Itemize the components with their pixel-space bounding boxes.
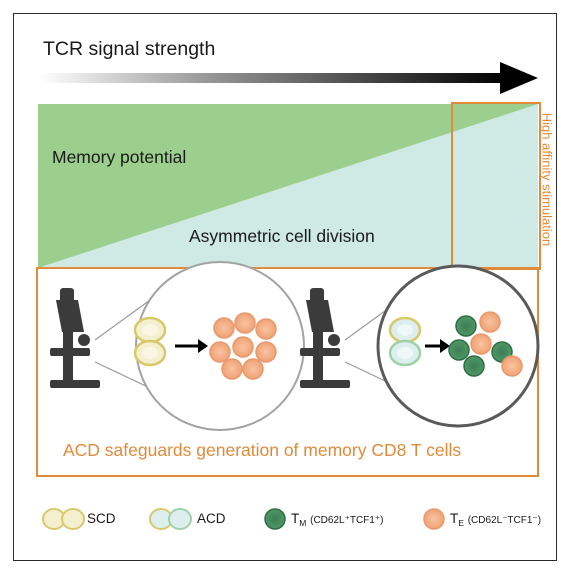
signal-strength-arrow (40, 62, 538, 94)
experiment-box (36, 267, 539, 477)
legend-memory-label: TM (CD62L⁺TCF1⁺) (291, 511, 383, 528)
legend-effector-sub: E (458, 518, 464, 528)
legend-effector-label: TE (CD62L⁻TCF1⁻) (450, 511, 541, 528)
legend-acd-label: ACD (197, 511, 226, 526)
conclusion-text: ACD safeguards generation of memory CD8 … (63, 440, 462, 460)
high-affinity-label: High affinity stimulation (539, 112, 555, 247)
acd-progeny-cells (448, 311, 523, 377)
scd-progeny-cells (209, 312, 277, 380)
signal-strength-title: TCR signal strength (43, 38, 216, 60)
legend-memory-markers: (CD62L⁺TCF1⁺) (310, 515, 384, 526)
legend-memory-cell-icon (264, 508, 286, 530)
microscope-icon (50, 288, 100, 388)
memory-potential-label: Memory potential (52, 147, 187, 167)
division-arrow-right (425, 339, 450, 353)
gradient-panel (38, 104, 538, 268)
memory-triangle (38, 104, 538, 268)
legend-effector-letter: T (450, 511, 459, 526)
division-arrow-left (175, 339, 208, 353)
legend-effector-markers: (CD62L⁻TCF1⁻) (467, 515, 542, 526)
legend-scd-label: SCD (87, 511, 116, 526)
legend-effector-cell-icon (423, 508, 445, 530)
legend-memory-sub: M (299, 518, 307, 528)
legend-memory-letter: T (291, 511, 300, 526)
acd-dividing-cell (388, 316, 422, 367)
legend-acd-icon (149, 508, 192, 530)
asymmetric-division-label: Asymmetric cell division (189, 226, 375, 246)
legend-scd-icon (42, 508, 85, 530)
microscope-icon (300, 288, 350, 388)
scd-dividing-cell (133, 316, 167, 367)
figure-frame (13, 13, 557, 561)
